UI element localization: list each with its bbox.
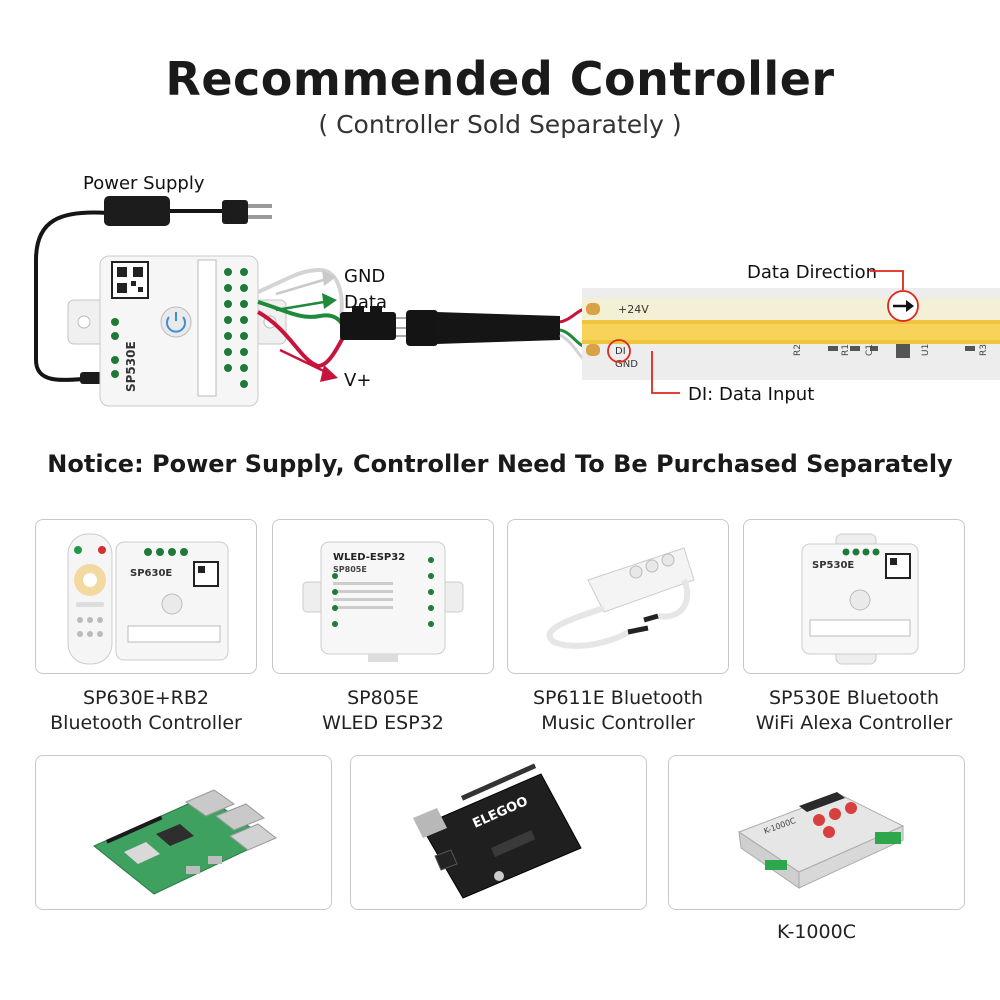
k1000c-image: K-1000C	[737, 792, 905, 889]
power-supply-label: Power Supply	[83, 173, 205, 194]
svg-text:GND: GND	[615, 359, 638, 370]
svg-text:+24V: +24V	[618, 303, 649, 316]
sp630e-rb2-image: SP630E	[67, 533, 229, 665]
controller-model-text: SP530E	[124, 341, 138, 392]
vplus-wire	[257, 310, 347, 369]
product-card-arduino[interactable]: ELEGOO	[350, 755, 647, 910]
svg-text:SP630E: SP630E	[130, 568, 172, 579]
svg-text:U1: U1	[921, 344, 931, 356]
page-subtitle: ( Controller Sold Separately )	[318, 110, 682, 139]
dc-plug	[80, 372, 102, 384]
product-card-sp530e[interactable]: SP530E	[743, 519, 965, 674]
power-cable	[34, 210, 109, 382]
raspberry-pi-image	[93, 789, 277, 895]
data-input-label: DI: Data Input	[688, 384, 815, 405]
product-card-raspberry-pi[interactable]	[35, 755, 332, 910]
svg-text:C1: C1	[865, 344, 875, 356]
female-connector	[406, 310, 438, 346]
svg-text:DI: DI	[615, 346, 626, 357]
sp611e-image	[546, 547, 695, 649]
sp805e-image: WLED-ESP32 SP805E	[302, 541, 464, 662]
gnd-wire	[257, 267, 344, 321]
wiring-diagram: SP530E	[34, 196, 1000, 407]
product-card-sp805e[interactable]: WLED-ESP32 SP805E	[272, 519, 494, 674]
svg-text:R3: R3	[979, 344, 989, 356]
arduino-board-image: ELEGOO	[413, 763, 582, 899]
power-adapter	[104, 196, 170, 226]
svg-text:SP530E: SP530E	[812, 560, 854, 571]
male-connector	[340, 312, 396, 340]
data-direction-label: Data Direction	[747, 262, 878, 283]
svg-text:SP805E: SP805E	[333, 565, 367, 574]
controller-device: SP530E	[67, 255, 287, 407]
notice-text: Notice: Power Supply, Controller Need To…	[47, 450, 953, 478]
product-card-sp611e[interactable]	[507, 519, 729, 674]
caption-k1000c: K-1000C	[777, 921, 856, 943]
sp530e-image: SP530E	[801, 533, 919, 665]
product-card-k1000c[interactable]: K-1000C	[668, 755, 965, 910]
svg-text:WLED-ESP32: WLED-ESP32	[333, 552, 405, 563]
ac-plug	[222, 200, 248, 224]
svg-text:R2: R2	[793, 344, 803, 356]
gnd-label: GND	[344, 266, 386, 287]
svg-text:R1: R1	[841, 344, 851, 356]
vplus-label: V+	[344, 370, 372, 391]
page-title: Recommended Controller	[165, 52, 835, 106]
product-card-sp630e[interactable]: SP630E	[35, 519, 257, 674]
